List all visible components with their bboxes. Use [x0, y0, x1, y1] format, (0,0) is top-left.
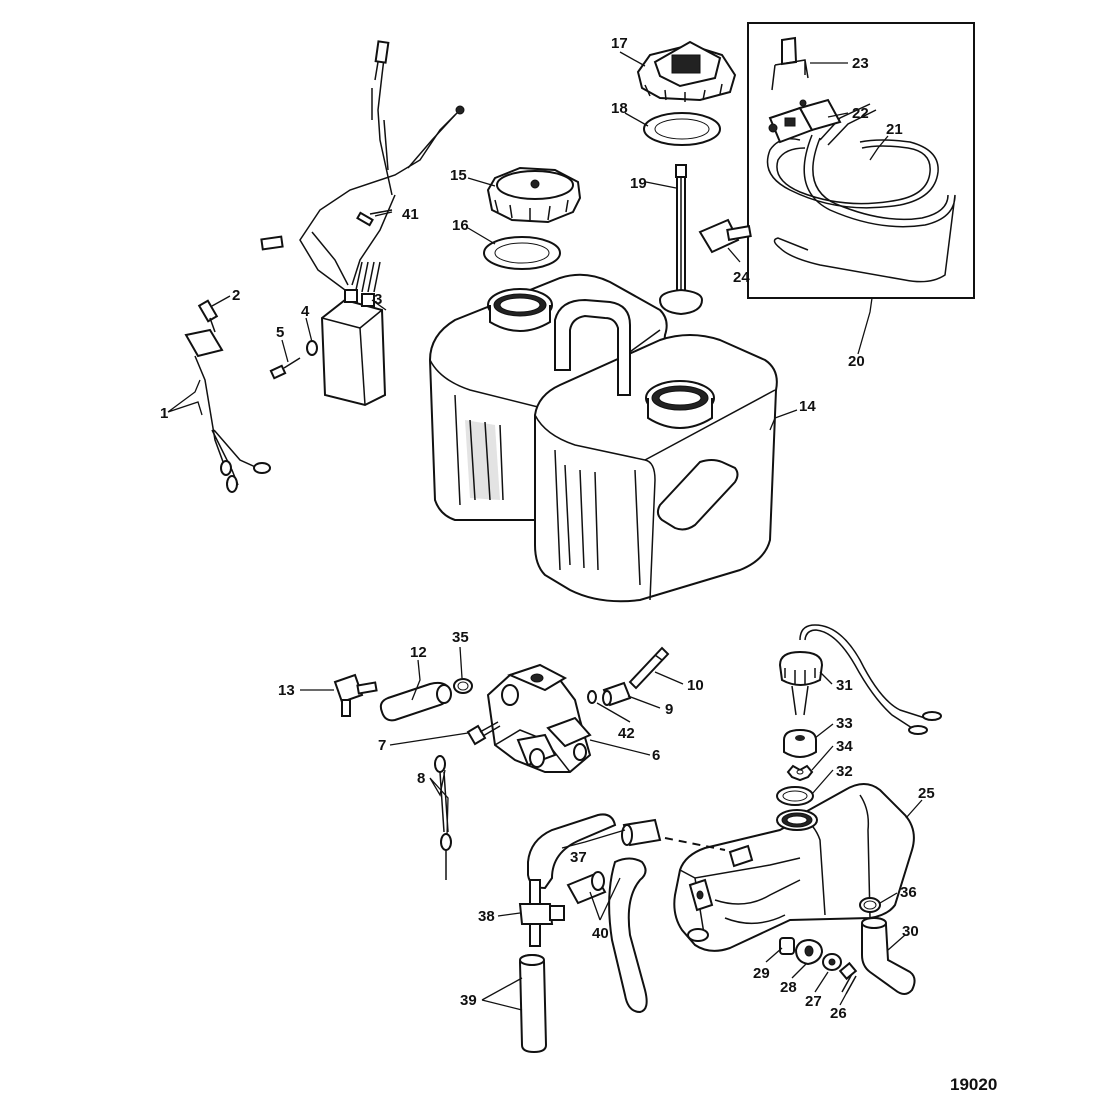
callout-17: 17 — [611, 35, 628, 52]
part-1-harness-lead — [184, 328, 271, 493]
callout-7: 7 — [378, 737, 386, 754]
part-17-gauge-cap — [636, 40, 737, 102]
part-34-star-washer — [786, 764, 814, 782]
part-14-dual-fuel-tank — [428, 273, 778, 603]
part-41-bolt — [356, 209, 393, 227]
part-32-gasket — [776, 786, 814, 806]
callout-41: 41 — [402, 206, 419, 223]
callout-21: 21 — [886, 121, 903, 138]
callout-34: 34 — [836, 738, 853, 755]
callout-12: 12 — [410, 644, 427, 661]
part-15-fuel-cap — [486, 166, 582, 224]
callout-29: 29 — [753, 965, 770, 982]
callout-6: 6 — [652, 747, 660, 764]
callout-labels: 1 2 3 4 5 6 7 8 9 10 12 13 14 15 16 17 1… — [160, 35, 997, 1094]
part-26-screw — [838, 961, 858, 995]
part-22-hose-connector — [768, 98, 842, 144]
callout-19: 19 — [630, 175, 647, 192]
part-25-oil-tank — [673, 783, 915, 952]
wiring-harness — [260, 40, 465, 293]
part-42-o-ring — [587, 690, 597, 704]
part-31-oil-level-sensor — [778, 624, 942, 735]
part-23-hose-clip — [771, 36, 809, 91]
callout-18: 18 — [611, 100, 628, 117]
callout-31: 31 — [836, 677, 853, 694]
callout-16: 16 — [452, 217, 469, 234]
part-36-clamp — [859, 897, 881, 913]
callout-13: 13 — [278, 682, 295, 699]
part-6-oil-pump — [486, 663, 592, 773]
callout-1: 1 — [160, 405, 168, 422]
part-20-fuel-line-kit — [747, 22, 975, 299]
callout-4: 4 — [301, 303, 310, 320]
callout-36: 36 — [900, 884, 917, 901]
callout-37: 37 — [570, 849, 587, 866]
part-24-fitting — [698, 218, 752, 254]
part-13-elbow-fitting — [333, 673, 378, 717]
callout-40: 40 — [592, 925, 609, 942]
part-4-washer — [306, 340, 318, 356]
callout-27: 27 — [805, 993, 822, 1010]
callout-9: 9 — [665, 701, 673, 718]
part-33-grommet — [783, 728, 817, 758]
callout-24: 24 — [733, 269, 750, 286]
part-12-hose — [379, 681, 452, 722]
part-38-tee-fitting — [518, 879, 565, 947]
part-7-screw — [466, 721, 501, 746]
part-3-ignition-module — [320, 289, 387, 407]
callout-39: 39 — [460, 992, 477, 1009]
part-8-link-rod — [434, 755, 452, 880]
callout-14: 14 — [799, 398, 816, 415]
part-35-clamp — [453, 678, 473, 694]
part-18-gasket — [643, 112, 721, 146]
leader-lines — [167, 51, 923, 1011]
part-39-hose — [518, 953, 548, 1054]
part-5-screw — [269, 357, 301, 380]
callout-5: 5 — [276, 324, 284, 341]
callout-30: 30 — [902, 923, 919, 940]
callout-3: 3 — [374, 291, 382, 308]
callout-32: 32 — [836, 763, 853, 780]
callout-35: 35 — [452, 629, 469, 646]
callout-23: 23 — [852, 55, 869, 72]
part-19-fuel-gauge — [658, 164, 704, 316]
callout-25: 25 — [918, 785, 935, 802]
part-2-screw — [197, 299, 219, 333]
part-10-shaft — [628, 646, 670, 690]
figure-number: 19020 — [950, 1075, 997, 1094]
part-27-washer — [822, 953, 842, 971]
callout-10: 10 — [687, 677, 704, 694]
part-16-gasket — [483, 236, 561, 270]
part-40-hose — [566, 857, 648, 1014]
callout-20: 20 — [848, 353, 865, 370]
callout-15: 15 — [450, 167, 467, 184]
callout-2: 2 — [232, 287, 240, 304]
callout-26: 26 — [830, 1005, 847, 1022]
callout-22: 22 — [852, 105, 869, 122]
callout-38: 38 — [478, 908, 495, 925]
part-29-plug — [779, 937, 795, 955]
part-9-bushing — [602, 681, 632, 707]
callout-28: 28 — [780, 979, 797, 996]
part-30-hose — [861, 916, 916, 995]
callout-42: 42 — [618, 725, 635, 742]
part-28-grommet — [794, 938, 824, 966]
callout-33: 33 — [836, 715, 853, 732]
callout-8: 8 — [417, 770, 425, 787]
